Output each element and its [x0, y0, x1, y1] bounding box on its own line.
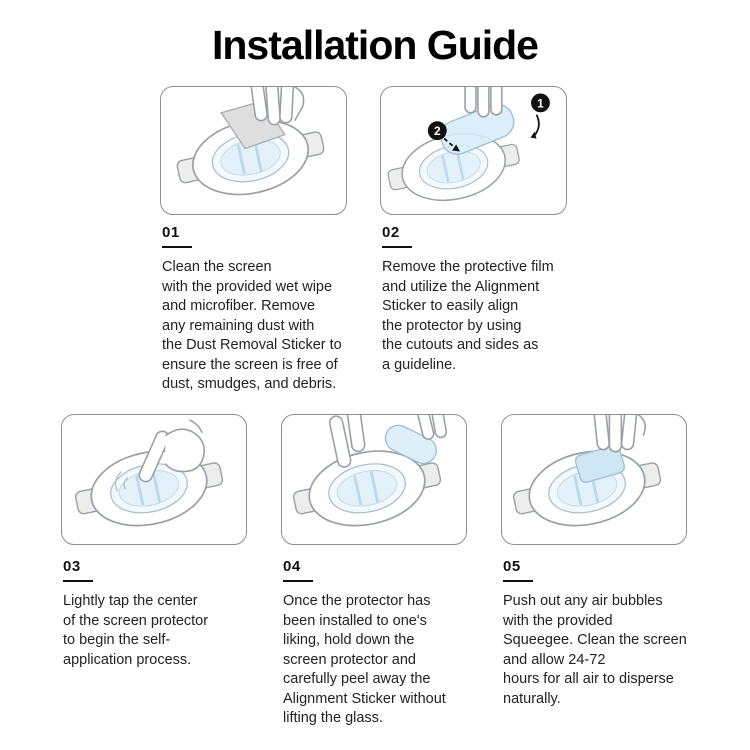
- arrow-2-head: [452, 144, 461, 152]
- badge-1: 1: [530, 93, 550, 139]
- hand-tapping: [138, 419, 206, 483]
- page-title: Installation Guide: [212, 22, 539, 68]
- step-5-panel: [501, 414, 687, 545]
- step-2-text: Remove the protective film and utilize t…: [382, 259, 554, 373]
- step-4-illustration: [286, 415, 449, 541]
- step-1-panel: [160, 86, 347, 215]
- hand-peeling: [414, 415, 448, 440]
- step-1-number: 01: [162, 224, 180, 241]
- hand-squeegee: [592, 415, 646, 453]
- step-4-text: Once the protector has been installed to…: [283, 593, 446, 726]
- step-3-number: 03: [63, 558, 81, 575]
- step-2-panel: 1 2: [380, 86, 567, 215]
- step-4-panel: [281, 414, 467, 545]
- step-4-number: 04: [283, 558, 301, 575]
- squeegee: [574, 444, 626, 483]
- badge-2-label: 2: [434, 124, 441, 138]
- step-3-text: Lightly tap the center of the screen pro…: [63, 593, 209, 668]
- hand-holding-down: [328, 415, 366, 468]
- step-5-rule: [503, 580, 533, 582]
- step-1-rule: [162, 246, 192, 248]
- tap-motion-lines: [114, 471, 129, 492]
- badge-1-label: 1: [537, 96, 544, 110]
- step-5-text: Push out any air bubbles with the provid…: [503, 593, 687, 707]
- step-5-number: 05: [503, 558, 521, 575]
- step-4-rule: [283, 580, 313, 582]
- hand-holding-film: [464, 87, 503, 118]
- hand-wiping: [250, 87, 305, 126]
- arrow-1-head: [530, 131, 537, 139]
- alignment-sticker-flap: [384, 424, 437, 465]
- badge-2: 2: [427, 121, 461, 152]
- step-3-panel: [61, 414, 247, 545]
- step-1-text: Clean the screen with the provided wet w…: [162, 259, 342, 392]
- step-5-illustration: [506, 415, 669, 541]
- protective-film: [440, 103, 515, 155]
- step-2-illustration: 1 2: [381, 87, 550, 214]
- step-1-illustration: [169, 87, 332, 210]
- step-2-number: 02: [382, 224, 400, 241]
- step-2-rule: [382, 246, 412, 248]
- step-3-rule: [63, 580, 93, 582]
- step-3-illustration: [68, 419, 230, 541]
